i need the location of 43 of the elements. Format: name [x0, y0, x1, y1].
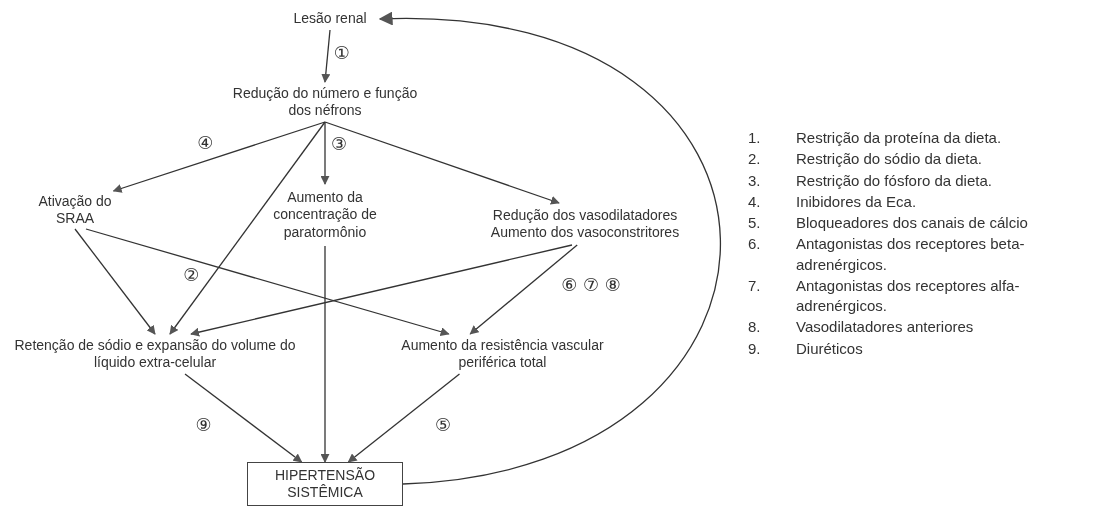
arrow [469, 244, 578, 335]
list-item-text: Restrição da proteína da dieta. [796, 128, 1003, 148]
node-label: Retenção de sódio e expansão do volume do líquido extra-celular [5, 334, 305, 374]
list-item-text: Restrição do sódio da dieta. [796, 149, 983, 170]
list-item-text: Antagonistas dos receptores alfa-adrenérgicos. [796, 275, 1021, 316]
edge-label: ④ [196, 133, 215, 152]
node-label: Aumento dos vasoconstritores [490, 224, 680, 242]
node-label: Redução do número e função dos néfrons [220, 82, 430, 122]
list-number: 7. [748, 275, 762, 296]
node-label: Lesão renal [280, 8, 380, 30]
node-label: Aumento da resistência vascular periférica total [395, 334, 610, 374]
list-item-text: Antagonistas dos receptores beta-adrenérgicos. [796, 234, 1026, 275]
list-number: 4. [748, 191, 762, 212]
list-item-text: Vasodilatadores anteriores [796, 317, 975, 338]
list-number: 1. [748, 128, 762, 148]
arrow [169, 121, 326, 335]
node-label: Redução dos vasodilatadores [492, 206, 678, 224]
edge-label: ③ [329, 134, 349, 153]
outcome-box: HIPERTENSÃO SISTÊMICA [247, 462, 403, 506]
arrow [378, 12, 722, 485]
arrow [320, 121, 330, 185]
arrow [74, 228, 156, 335]
arrow [85, 228, 450, 337]
arrow [324, 121, 560, 205]
list-number: 5. [748, 213, 762, 233]
arrow [112, 121, 326, 193]
node-label: Aumento da concentração de paratormônio [245, 184, 405, 246]
arrow [184, 373, 303, 463]
edge-label: ② [182, 265, 201, 284]
list-item-text: Inibidores da Eca. [796, 191, 918, 212]
list-number: 9. [748, 338, 762, 359]
node-label: Ativação do SRAA [20, 191, 130, 229]
list-number: 8. [748, 317, 762, 338]
arrow [321, 29, 331, 83]
list-number: 3. [748, 170, 762, 191]
arrow [190, 244, 573, 337]
list-number: 2. [748, 149, 762, 170]
list-item-text: Diuréticos [796, 338, 864, 359]
list-item-text: Bloqueadores dos canais de cálcio [796, 213, 1029, 233]
arrow [347, 373, 461, 463]
list-item-text: Restrição do fósforo da dieta. [796, 170, 993, 191]
list-number: 6. [748, 234, 762, 255]
arrow [320, 245, 330, 463]
